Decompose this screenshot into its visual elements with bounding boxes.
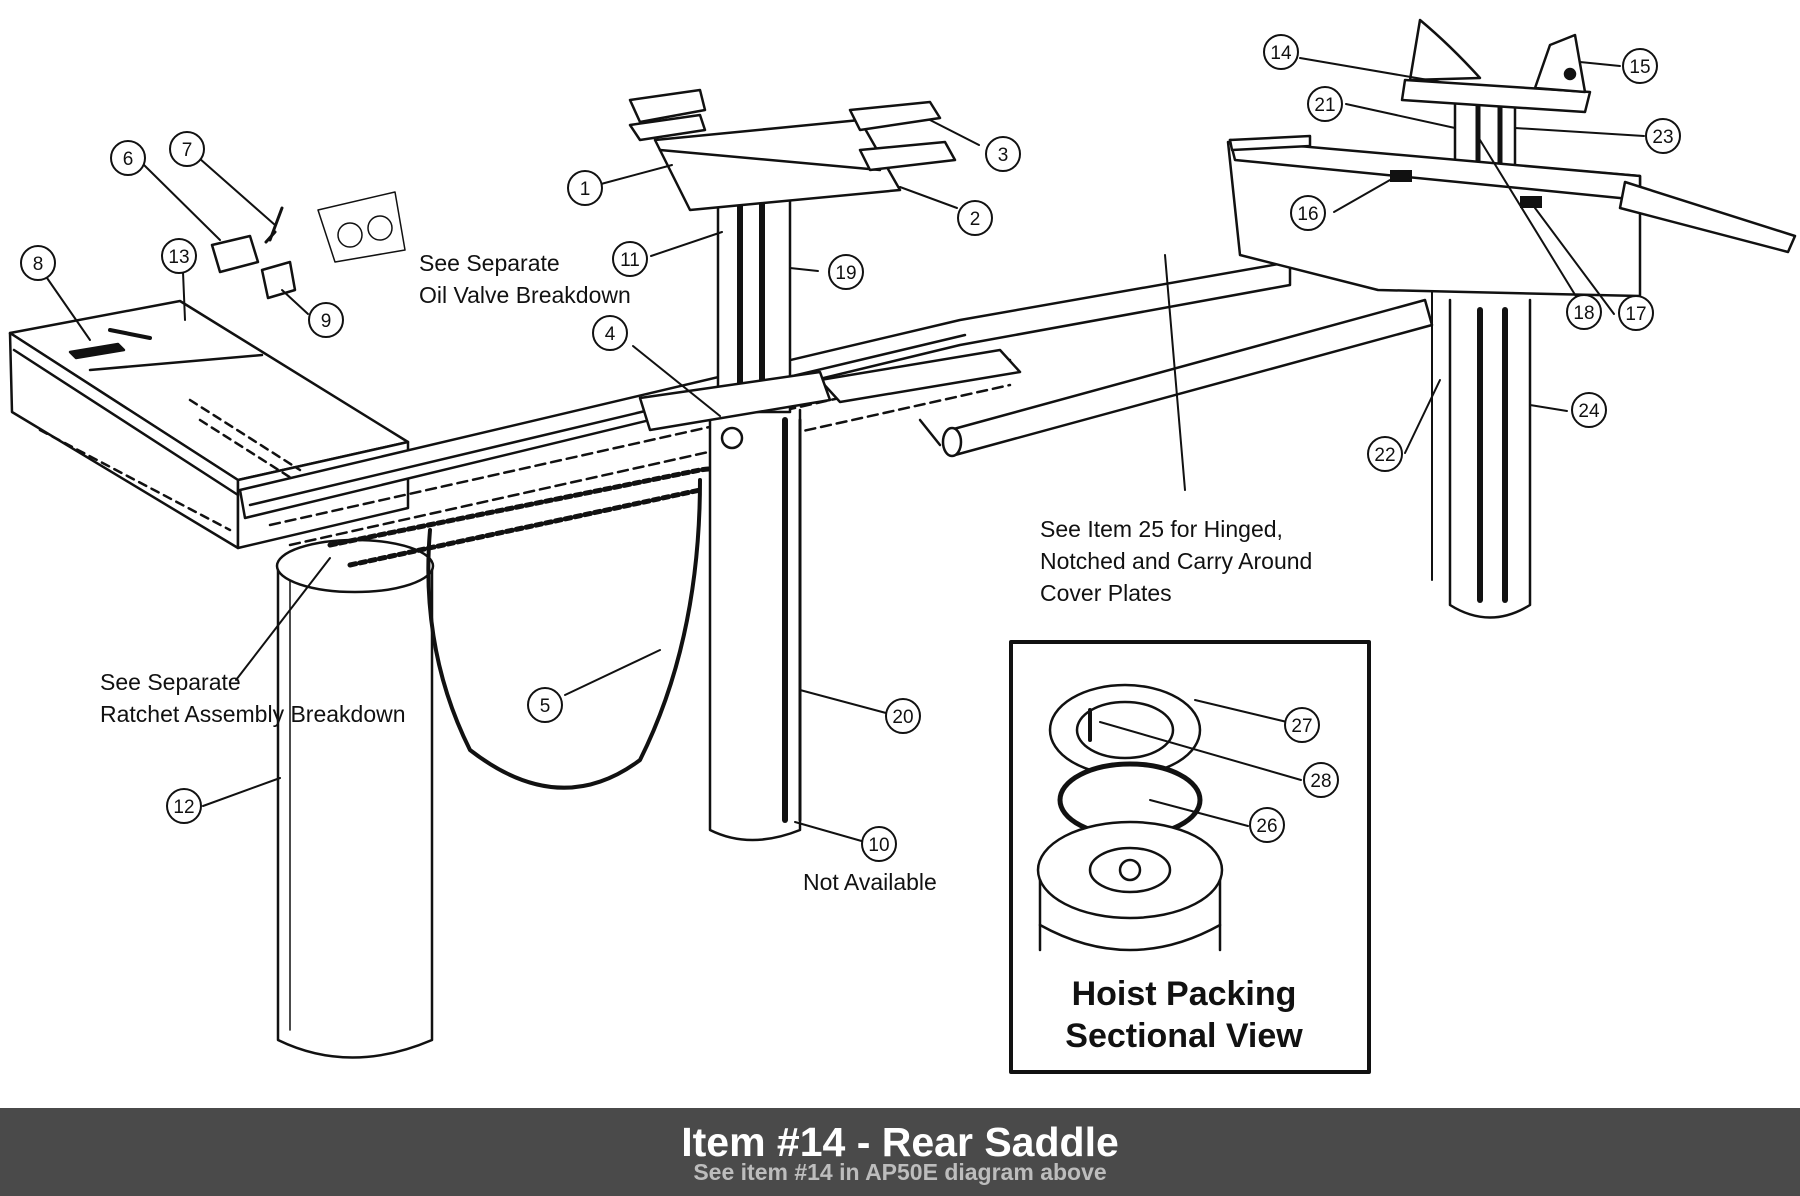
- callout-circle: [1263, 34, 1299, 70]
- callout-number: 24: [1578, 401, 1600, 422]
- callout-number: 13: [168, 247, 189, 268]
- callout-number: 3: [998, 145, 1009, 166]
- callout-number: 8: [33, 254, 44, 275]
- callout-number: 16: [1297, 204, 1318, 225]
- callout-circle: [828, 254, 864, 290]
- callout-number: 18: [1573, 303, 1594, 324]
- lift-exploded-diagram: 1 2 3 4 5 6 7 8 9 10 11 12 13 14 15 16 1…: [8, 18, 1797, 1074]
- oil-valve-note-line: Oil Valve Breakdown: [419, 282, 631, 308]
- console-box: [8, 299, 410, 550]
- ratchet-note-line: Ratchet Assembly Breakdown: [100, 701, 406, 727]
- callout-number: 20: [892, 707, 913, 728]
- cover-plates-note: See Item 25 for Hinged, Notched and Carr…: [1040, 513, 1312, 609]
- callout-circle: [885, 698, 921, 734]
- cover-plates-note-line: Notched and Carry Around: [1040, 548, 1313, 574]
- left-cylinder: [275, 538, 435, 1059]
- callout-number: 4: [605, 324, 616, 345]
- not-available-note: Not Available: [803, 866, 937, 898]
- callout-number: 27: [1291, 716, 1312, 737]
- callout-circle: [985, 136, 1021, 172]
- callout-circle: [612, 241, 648, 277]
- callout-circle: [861, 826, 897, 862]
- callout-circle: [110, 140, 146, 176]
- callout-circles: [20, 34, 1681, 862]
- callout-number: 9: [321, 311, 332, 332]
- callout-circle: [1622, 48, 1658, 84]
- callout-circle: [166, 788, 202, 824]
- callout-circle: [1290, 195, 1326, 231]
- callout-circle: [161, 238, 197, 274]
- callout-number: 23: [1652, 127, 1673, 148]
- caption-banner: [0, 1108, 1800, 1196]
- callout-circle: [1307, 86, 1343, 122]
- top-superstructure: [628, 88, 957, 212]
- not-available-text: Not Available: [803, 869, 937, 895]
- rear-saddle: [1400, 18, 1592, 114]
- callout-number: 15: [1629, 57, 1650, 78]
- callout-circle: [1571, 392, 1607, 428]
- callout-number: 1: [580, 179, 591, 200]
- callout-number: 21: [1314, 95, 1335, 116]
- callout-circle: [592, 315, 628, 351]
- callout-number: 28: [1310, 771, 1331, 792]
- callout-number: 22: [1374, 445, 1395, 466]
- ratchet-note: See Separate Ratchet Assembly Breakdown: [100, 666, 406, 730]
- inset-title-line2: Sectional View: [1065, 1017, 1303, 1055]
- callout-circle: [1249, 807, 1285, 843]
- rear-cover-box: [1226, 134, 1797, 298]
- callout-circle: [1367, 436, 1403, 472]
- callout-number: 6: [123, 149, 134, 170]
- callout-circle: [957, 200, 993, 236]
- callout-circle: [169, 131, 205, 167]
- callout-number: 7: [182, 140, 193, 161]
- callout-circle: [567, 170, 603, 206]
- cover-plates-note-line: Cover Plates: [1040, 580, 1172, 606]
- callout-circle: [20, 245, 56, 281]
- callout-circle: [1645, 118, 1681, 154]
- callout-number: 26: [1256, 816, 1277, 837]
- center-post: [638, 170, 832, 842]
- callout-circle: [1566, 294, 1602, 330]
- callout-number: 5: [540, 696, 551, 717]
- callout-number: 12: [173, 797, 194, 818]
- callout-number: 14: [1270, 43, 1292, 64]
- callout-number: 19: [835, 263, 856, 284]
- cover-plates-note-line: See Item 25 for Hinged,: [1040, 516, 1283, 542]
- callout-circle: [1303, 762, 1339, 798]
- callout-circle: [1284, 707, 1320, 743]
- inset-title: Hoist Packing Sectional View: [1012, 973, 1356, 1057]
- callout-number: 10: [868, 835, 889, 856]
- callout-number: 2: [970, 209, 981, 230]
- caption-subtitle: See item #14 in AP50E diagram above: [693, 1159, 1107, 1185]
- inset-title-line1: Hoist Packing: [1071, 975, 1297, 1013]
- callout-number: 17: [1625, 304, 1646, 325]
- oil-valve-note: See Separate Oil Valve Breakdown: [419, 247, 631, 311]
- caption-title: Item #14 - Rear Saddle: [681, 1119, 1119, 1165]
- callout-circle: [527, 687, 563, 723]
- callout-circle: [308, 302, 344, 338]
- callout-numbers: 1 2 3 4 5 6 7 8 9 10 11 12 13 14 15 16 1…: [33, 43, 1674, 856]
- oil-valve-note-line: See Separate: [419, 250, 560, 276]
- oil-valve-parts: [210, 191, 406, 300]
- ratchet-note-line: See Separate: [100, 669, 241, 695]
- callout-number: 11: [620, 250, 640, 271]
- leader-lines: [46, 57, 1645, 843]
- callout-circle: [1618, 295, 1654, 331]
